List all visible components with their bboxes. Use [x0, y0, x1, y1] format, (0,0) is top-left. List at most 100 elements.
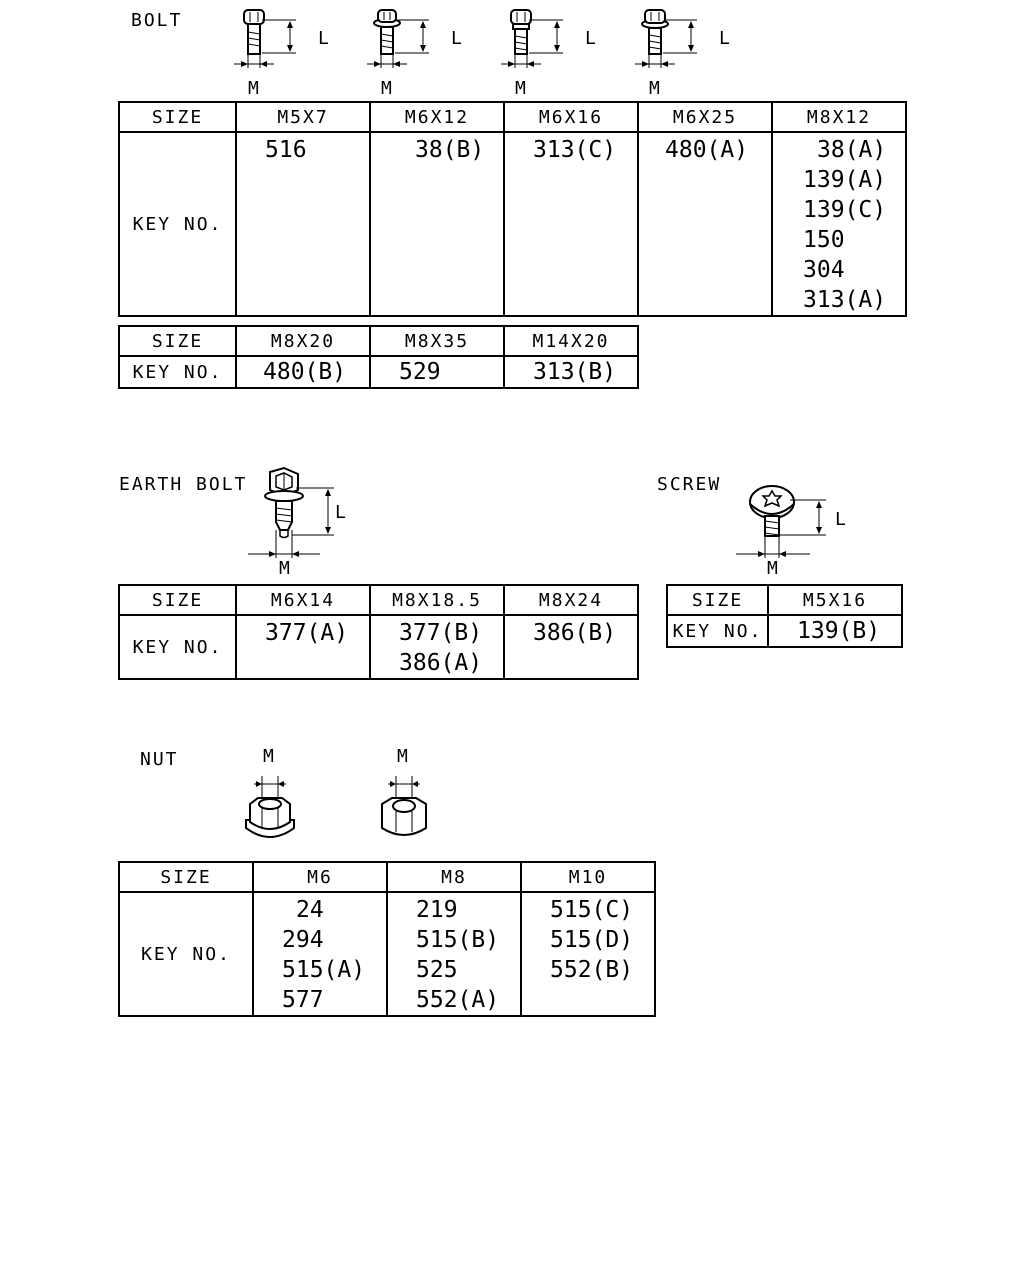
- key-cell: 529: [369, 355, 505, 389]
- key-cell: 386(B): [503, 614, 639, 680]
- key-no-value: 552(B): [550, 957, 634, 983]
- bolt-title: BOLT: [131, 10, 183, 31]
- size-cell: M6X12: [369, 101, 505, 133]
- screw-dim-m: M: [767, 558, 778, 579]
- size-cell: M5X16: [767, 584, 903, 616]
- key-no-value: 386(B): [533, 620, 617, 646]
- key-cell: 24 294 515(A) 577: [252, 891, 388, 1017]
- key-no-value: 304: [803, 257, 845, 283]
- key-no-header: KEY NO.: [118, 131, 237, 317]
- earth-bolt-size-table: SIZE M6X14 M8X18.5 M8X24 KEY NO. 377(A) …: [118, 584, 639, 680]
- key-cell: 38(B): [369, 131, 505, 317]
- key-no-header: KEY NO.: [118, 891, 254, 1017]
- key-no-value: 38(A): [817, 137, 887, 163]
- size-cell: M8X20: [235, 325, 371, 357]
- size-cell: M6: [252, 861, 388, 893]
- key-no-header: KEY NO.: [118, 355, 237, 389]
- key-no-value: 515(C): [550, 897, 634, 923]
- size-cell: M6X14: [235, 584, 371, 616]
- key-no-value: 139(A): [803, 167, 887, 193]
- size-header: SIZE: [118, 325, 237, 357]
- screw-title: SCREW: [657, 474, 722, 495]
- key-no-value: 577: [282, 987, 324, 1013]
- key-no-value: 150: [803, 227, 845, 253]
- key-cell: 516: [235, 131, 371, 317]
- key-no-value: 480(A): [665, 137, 749, 163]
- key-no-value: 313(C): [533, 137, 617, 163]
- bolt-dim-l: L: [318, 28, 329, 49]
- key-no-value: 139(B): [797, 618, 881, 644]
- bolt-size-table-2: SIZE M8X20 M8X35 M14X20 KEY NO. 480(B) 5…: [118, 325, 639, 389]
- key-no-value: 515(A): [282, 957, 366, 983]
- nut-dim-m: M: [397, 746, 408, 767]
- key-no-value: 377(B): [399, 620, 483, 646]
- key-no-value: 515(D): [550, 927, 634, 953]
- key-no-header: KEY NO.: [666, 614, 769, 648]
- key-no-value: 38(B): [415, 137, 485, 163]
- size-header: SIZE: [666, 584, 769, 616]
- key-cell: 313(B): [503, 355, 639, 389]
- screw-dim-l: L: [835, 509, 846, 530]
- key-cell: 219 515(B) 525 552(A): [386, 891, 522, 1017]
- key-no-value: 139(C): [803, 197, 887, 223]
- size-cell: M8: [386, 861, 522, 893]
- size-cell: M6X25: [637, 101, 773, 133]
- key-no-value: 294: [282, 927, 324, 953]
- size-cell: M8X18.5: [369, 584, 505, 616]
- size-cell: M8X35: [369, 325, 505, 357]
- key-no-value: 516: [265, 137, 307, 163]
- key-cell: 377(A): [235, 614, 371, 680]
- bolt-figure-2: L M: [367, 9, 462, 99]
- bolt-figure-3: L M: [501, 9, 596, 99]
- nut-size-table: SIZE M6 M8 M10 KEY NO. 24 294 515(A) 577…: [118, 861, 656, 1017]
- size-cell: M8X12: [771, 101, 907, 133]
- hex-nut-figure: M: [381, 746, 427, 836]
- earth-bolt-dim-m: M: [279, 558, 290, 579]
- size-cell: M10: [520, 861, 656, 893]
- key-no-value: 529: [399, 359, 441, 385]
- bolt-dim-m: M: [248, 78, 259, 99]
- key-cell: 480(B): [235, 355, 371, 389]
- earth-bolt-figure: L M: [248, 466, 346, 579]
- nut-dim-m: M: [263, 746, 274, 767]
- key-cell: 515(C) 515(D) 552(B): [520, 891, 656, 1017]
- size-cell: M5X7: [235, 101, 371, 133]
- key-no-header: KEY NO.: [118, 614, 237, 680]
- bolt-dim-l: L: [451, 28, 462, 49]
- bolt-dim-l: L: [719, 28, 730, 49]
- key-no-value: 552(A): [416, 987, 500, 1013]
- earth-bolt-title: EARTH BOLT: [119, 474, 248, 495]
- size-cell: M6X16: [503, 101, 639, 133]
- bolt-dim-m: M: [381, 78, 392, 99]
- bolt-dim-m: M: [649, 78, 660, 99]
- key-cell: 139(B): [767, 614, 903, 648]
- bolt-figure-4: L M: [635, 9, 730, 99]
- key-no-value: 313(A): [803, 287, 887, 313]
- screw-figure: L M: [736, 485, 846, 579]
- key-cell: 480(A): [637, 131, 773, 317]
- key-cell: 377(B) 386(A): [369, 614, 505, 680]
- size-cell: M8X24: [503, 584, 639, 616]
- nut-title: NUT: [140, 749, 179, 770]
- key-no-value: 480(B): [263, 359, 347, 385]
- key-no-value: 386(A): [399, 650, 483, 676]
- key-cell: 313(C): [503, 131, 639, 317]
- key-cell: 38(A) 139(A) 139(C) 150 304 313(A): [771, 131, 907, 317]
- size-header: SIZE: [118, 101, 237, 133]
- size-header: SIZE: [118, 861, 254, 893]
- key-no-value: 525: [416, 957, 458, 983]
- size-cell: M14X20: [503, 325, 639, 357]
- screw-size-table: SIZE M5X16 KEY NO. 139(B): [666, 584, 903, 648]
- size-header: SIZE: [118, 584, 237, 616]
- flange-nut-figure: M: [245, 746, 295, 838]
- bolt-dim-m: M: [515, 78, 526, 99]
- key-no-value: 377(A): [265, 620, 349, 646]
- key-no-value: 515(B): [416, 927, 500, 953]
- bolt-dim-l: L: [585, 28, 596, 49]
- key-no-value: 219: [416, 897, 458, 923]
- bolt-size-table-1: SIZE M5X7 M6X12 M6X16 M6X25 M8X12 KEY NO…: [118, 101, 907, 317]
- key-no-value: 313(B): [533, 359, 617, 385]
- earth-bolt-dim-l: L: [335, 502, 346, 523]
- key-no-value: 24: [296, 897, 324, 923]
- bolt-figure-1: L M: [234, 9, 329, 99]
